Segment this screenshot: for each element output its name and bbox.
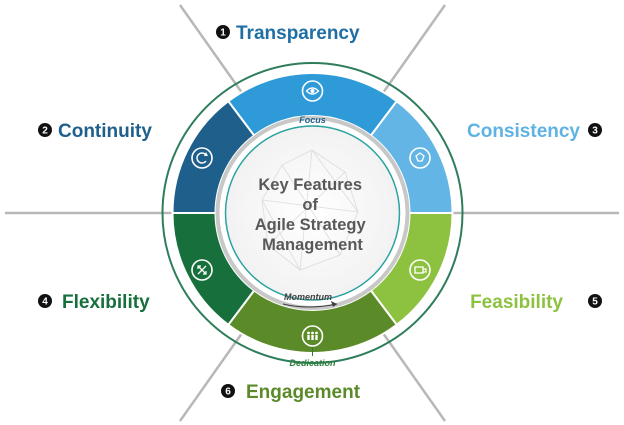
- number-badge: [588, 294, 602, 308]
- momentum-label: Momentum: [284, 292, 332, 302]
- network-pattern: [261, 149, 359, 271]
- center-title-line: Agile Strategy: [255, 216, 367, 234]
- dedication-label: Dedication: [289, 358, 336, 368]
- divider-line: [178, 4, 254, 108]
- number-badge-text: 4: [42, 297, 48, 308]
- center-title-line: Management: [262, 236, 363, 254]
- people-icon: [301, 325, 324, 347]
- puzzle-icon: [409, 147, 431, 169]
- refresh-icon: [191, 147, 213, 169]
- number-badge: [216, 25, 230, 39]
- divider-line: [371, 4, 447, 108]
- focus-label: Focus: [299, 115, 326, 125]
- feature-2-continuity: 2 Continuity: [38, 121, 152, 142]
- momentum-arrowhead-icon: [331, 301, 337, 307]
- number-badge-text: 2: [42, 126, 48, 137]
- number-badge: [38, 294, 52, 308]
- divider-lines: [5, 4, 619, 422]
- number-badge: [221, 384, 235, 398]
- feature-label-flexibility: Flexibility: [62, 292, 150, 313]
- outer-ring: [161, 62, 464, 364]
- feature-label-transparency: Transparency: [236, 23, 360, 44]
- number-badge-text: 6: [225, 387, 231, 398]
- divider-line: [371, 318, 447, 422]
- number-badge: [588, 123, 602, 137]
- divider-line: [178, 318, 254, 422]
- momentum-arrow-icon: [282, 303, 338, 308]
- number-badge-text: 5: [592, 297, 598, 308]
- number-badge-text: 1: [220, 28, 226, 39]
- eye-icon: [301, 80, 324, 102]
- feature-label-consistency: Consistency: [467, 121, 580, 142]
- feature-label-continuity: Continuity: [58, 121, 152, 142]
- feature-3-consistency: Consistency 3: [467, 121, 602, 142]
- center-title-line: Key Features: [258, 176, 362, 194]
- feature-4-flexibility: 4 Flexibility: [38, 292, 150, 313]
- momentum-label-group: Momentum: [282, 292, 338, 308]
- feature-5-feasibility: Feasibility 5: [470, 292, 602, 313]
- center-outline-ring: [215, 116, 410, 310]
- feature-1-transparency: 1 Transparency: [216, 23, 360, 44]
- number-badge-text: 3: [592, 126, 598, 137]
- feature-6-engagement: 6 Engagement: [221, 382, 361, 403]
- center-title: Key Features of Agile Strategy Managemen…: [255, 176, 371, 254]
- number-badge: [38, 123, 52, 137]
- feature-label-feasibility: Feasibility: [470, 292, 563, 313]
- arrows-expand-icon: [191, 259, 213, 281]
- briefcase-icon: [409, 259, 431, 281]
- feature-label-engagement: Engagement: [246, 382, 361, 403]
- center-title-line: of: [302, 196, 318, 214]
